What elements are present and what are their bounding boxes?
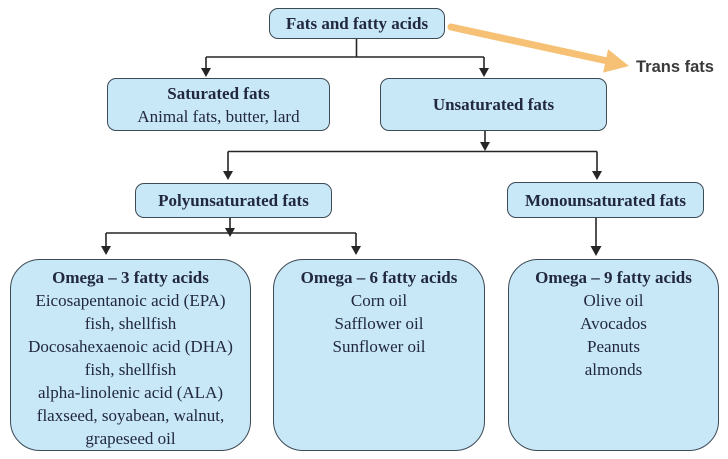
connector-unsaturated-to-subtypes [223, 131, 602, 180]
connector-poly-to-omegas [101, 218, 361, 255]
node-example-line: flaxseed, soyabean, walnut, [36, 406, 225, 425]
node-example-line: Eicosapentanoic acid (EPA) [35, 291, 226, 310]
node-saturated-fats: Saturated fats Animal fats, butter, lard [107, 78, 330, 131]
node-examples: Animal fats, butter, lard [137, 106, 300, 126]
node-omega-3-fatty-acids: Omega – 3 fatty acids Eicosapentanoic ac… [10, 259, 251, 451]
node-monounsaturated-fats: Monounsaturated fats [507, 182, 704, 218]
trans-fats-label: Trans fats [636, 58, 714, 76]
node-fats-and-fatty-acids: Fats and fatty acids [269, 8, 445, 39]
node-title: Monounsaturated fats [524, 190, 687, 210]
node-example-line: Sunflower oil [332, 337, 426, 356]
node-example-line: fish, shellfish [84, 360, 177, 379]
node-unsaturated-fats: Unsaturated fats [380, 78, 607, 131]
node-omega-9-fatty-acids: Omega – 9 fatty acids Olive oil Avocados… [508, 259, 719, 451]
trans-fats-arrow-icon [447, 23, 629, 73]
node-example-line: fish, shellfish [84, 314, 177, 333]
node-title: Omega – 3 fatty acids [52, 268, 209, 287]
node-title: Unsaturated fats [432, 95, 555, 114]
node-title: Omega – 9 fatty acids [535, 268, 692, 287]
node-example-line: Olive oil [583, 291, 644, 310]
node-polyunsaturated-fats: Polyunsaturated fats [135, 183, 332, 218]
connector-root-to-fat-types [201, 38, 489, 77]
node-omega-6-fatty-acids: Omega – 6 fatty acids Corn oil Safflower… [273, 259, 485, 451]
node-example-line: alpha-linolenic acid (ALA) [37, 383, 224, 402]
node-example-line: Avocados [580, 314, 647, 333]
node-example-line: Safflower oil [334, 314, 424, 333]
node-title: Saturated fats [167, 83, 270, 103]
node-example-line: almonds [584, 360, 643, 379]
connector-mono-to-omega9 [590, 218, 602, 256]
node-title: Omega – 6 fatty acids [300, 268, 458, 287]
node-example-line: grapeseed oil [85, 429, 176, 448]
node-example-line: Corn oil [350, 291, 408, 310]
node-title: Polyunsaturated fats [158, 191, 309, 210]
node-example-line: Peanuts [587, 337, 640, 356]
node-example-line: Docosahexaenoic acid (DHA) [28, 337, 233, 356]
node-title: Fats and fatty acids [285, 14, 429, 33]
